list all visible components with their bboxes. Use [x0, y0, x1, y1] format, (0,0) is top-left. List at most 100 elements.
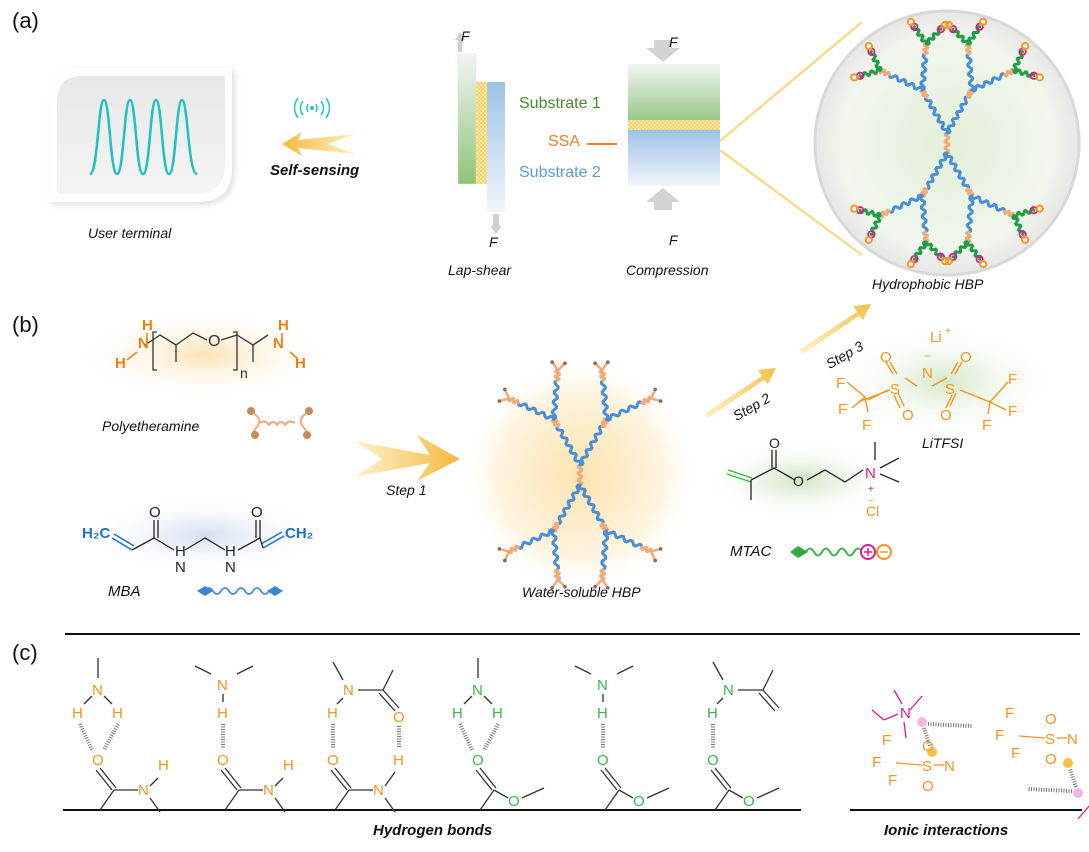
step1-arrow — [354, 435, 460, 481]
amide-n: N — [138, 782, 149, 799]
anion-marker — [850, 204, 859, 213]
oxygen: O — [1045, 711, 1057, 728]
anion-marker — [1021, 235, 1030, 244]
hbp-polyetheramine-unit — [640, 395, 653, 406]
hbp-polyetheramine-unit — [964, 42, 972, 56]
chloride-anion: Cl — [866, 503, 879, 519]
amide-n: N — [373, 782, 384, 799]
donor-h: H — [452, 705, 463, 722]
donor-h: H — [217, 705, 228, 722]
mtac-label: MTAC — [730, 543, 772, 560]
tfsi-o2: O — [902, 407, 914, 424]
anion-marker — [941, 257, 950, 266]
water-soluble-hbp-label: Water-soluble HBP — [522, 584, 641, 600]
amide-h: H — [158, 757, 169, 774]
amine-end-marker — [593, 585, 597, 589]
oxygen: O — [922, 738, 934, 755]
amine-end-marker — [653, 558, 658, 563]
tfsi-f2: F — [838, 401, 847, 418]
amine-end-marker — [497, 399, 502, 403]
hbp-mba-linker — [516, 401, 556, 421]
hbp-polyetheramine-unit — [507, 544, 520, 555]
hbp-mba-linker — [577, 483, 605, 526]
step3-arrow — [799, 304, 871, 354]
hbp-polyetheramine-unit — [922, 230, 930, 244]
donor-n: N — [92, 682, 103, 699]
tfsi-f4: F — [1008, 371, 1017, 388]
amine-end-marker — [502, 558, 507, 563]
hydrogen-bond-dashes — [102, 723, 120, 751]
ionic-bottom-rule — [850, 809, 1082, 811]
tfsi-n-charge: − — [924, 349, 931, 363]
anion-marker — [864, 42, 873, 51]
acceptor-o: O — [597, 752, 609, 769]
hbp-polyetheramine-unit — [553, 368, 561, 382]
hbp-mba-linker — [887, 193, 924, 214]
anion-marker — [944, 20, 953, 29]
anion-marker — [1035, 204, 1044, 213]
donor-h: H — [112, 705, 123, 722]
amine-h-left-bottom: H — [115, 355, 126, 372]
hbp-polyetheramine-unit — [1003, 67, 1016, 78]
acceptor-o: O — [327, 752, 339, 769]
amine-end-marker — [653, 387, 658, 392]
signal-waveform — [88, 98, 199, 176]
amine-end-marker — [550, 586, 554, 590]
hbp-mba-linker — [970, 194, 1007, 213]
hydrogen-bond-dashes — [482, 723, 500, 751]
donor-h: H — [327, 705, 338, 722]
substrate-1-label: Substrate 1 — [519, 95, 601, 112]
chloride-charge: − — [868, 496, 874, 507]
anion-marker — [906, 17, 915, 26]
hydrogen-bond-dashes — [1027, 787, 1073, 793]
panel-a-label: (a) — [12, 8, 39, 33]
amine-end-marker — [502, 387, 507, 392]
fluorine: F — [1005, 705, 1014, 722]
tfsi-f5: F — [1008, 403, 1017, 420]
user-terminal-device — [50, 68, 235, 205]
donor-n: N — [343, 682, 354, 699]
hbp-mba-linker — [887, 73, 924, 92]
fluorine: F — [995, 727, 1004, 744]
hbp-mba-linker — [919, 52, 929, 92]
repeat-unit-n: n — [240, 365, 248, 381]
donor-n: N — [723, 682, 734, 699]
substrate-2-label: Substrate 2 — [519, 164, 601, 181]
panel-c-label: (c) — [12, 640, 38, 665]
hbp-polyetheramine-unit — [599, 368, 607, 382]
anion-marker — [1035, 73, 1044, 82]
acceptor-o: O — [472, 752, 484, 769]
litfsi-label: LiTFSI — [922, 435, 964, 451]
top-divider-rule — [65, 633, 1080, 635]
hbp-mba-linker — [555, 424, 583, 467]
hydrogen-bond-dashes — [1068, 768, 1078, 788]
hydrogen-bond-dashes — [927, 722, 973, 728]
hbp-mba-linker — [965, 194, 975, 234]
amine-n-right: N — [273, 335, 284, 352]
compression-label: Compression — [626, 262, 709, 278]
hydrophobic-hbp-label: Hydrophobic HBP — [872, 276, 984, 292]
mba-label: MBA — [108, 583, 141, 600]
hbp-mba-linker — [550, 378, 560, 421]
hbp-mba-linker — [919, 194, 929, 234]
ssa-pointer-line — [587, 143, 617, 145]
cation-marker — [936, 252, 946, 261]
tfsi-f6: F — [982, 417, 991, 434]
amine-end-marker — [606, 586, 610, 590]
amine-end-marker — [550, 360, 554, 364]
fluorine: F — [882, 732, 891, 749]
amine-n-left: N — [138, 335, 149, 352]
anion-center — [927, 747, 937, 757]
donor-h: H — [393, 752, 404, 769]
water-soluble-hbp-illustration — [462, 357, 698, 593]
hbp-polyetheramine-unit — [878, 208, 891, 219]
hbp-mba-linker — [944, 151, 971, 191]
force-label-bottom-lapshear: F — [489, 234, 498, 250]
hbp-mba-linker — [600, 529, 610, 572]
